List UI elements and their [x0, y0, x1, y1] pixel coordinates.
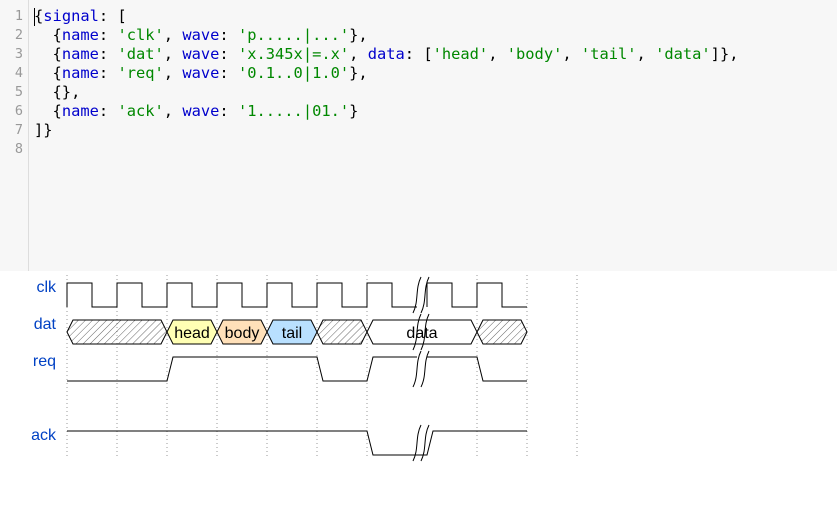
- signal-name-clk: clk: [36, 279, 56, 296]
- code-punctuation: {},: [34, 83, 81, 101]
- code-line: {name: 'req', wave: '0.1..0|1.0'},: [34, 64, 368, 83]
- gap-marker: [412, 424, 430, 462]
- code-punctuation: ,: [636, 45, 656, 63]
- text-cursor: [34, 8, 35, 26]
- waveform-viewer: head body tail data clk dat req ack: [0, 271, 837, 518]
- code-punctuation: },: [349, 26, 368, 44]
- code-punctuation: ]}: [34, 121, 53, 139]
- code-punctuation: :: [98, 64, 118, 82]
- bus-label: data: [406, 325, 437, 342]
- gap-curve: [412, 276, 422, 314]
- code-string: 'tail': [580, 45, 637, 63]
- code-punctuation: ,: [349, 45, 368, 63]
- code-punctuation: {: [34, 7, 44, 25]
- signal-name-req: req: [32, 353, 56, 370]
- undefined-bus-segment: [316, 319, 368, 345]
- code-line: {name: 'dat', wave: 'x.345x|=.x', data: …: [34, 45, 739, 64]
- code-punctuation: :: [219, 64, 238, 82]
- gap-marker: [412, 313, 430, 351]
- code-punctuation: : [: [98, 7, 127, 25]
- gap-curve: [412, 424, 422, 462]
- waveform-diagram: head body tail data: [66, 275, 578, 462]
- code-punctuation: :: [98, 26, 118, 44]
- line-number: 3: [14, 46, 23, 62]
- code-punctuation: {: [34, 45, 62, 63]
- code-punctuation: {: [34, 64, 62, 82]
- code-punctuation: }: [349, 102, 359, 120]
- code-punctuation: : [: [404, 45, 433, 63]
- code-keyword: name: [61, 64, 99, 82]
- code-string: 'ack': [117, 102, 164, 120]
- line-number: 4: [14, 65, 23, 81]
- undefined-bus-segment: [476, 319, 528, 345]
- code-line: {},: [34, 83, 81, 102]
- line-number: 6: [14, 103, 23, 119]
- code-line: ]}: [34, 121, 53, 140]
- code-punctuation: :: [219, 26, 238, 44]
- line-number: 1: [14, 8, 23, 24]
- code-punctuation: :: [98, 45, 118, 63]
- code-keyword: name: [61, 45, 99, 63]
- code-punctuation: {: [34, 102, 62, 120]
- bus-label: body: [225, 325, 260, 342]
- gap-marker: [412, 276, 430, 314]
- code-punctuation: :: [219, 102, 238, 120]
- code-keyword: signal: [43, 7, 99, 25]
- code-punctuation: ,: [163, 26, 183, 44]
- code-keyword: wave: [182, 64, 220, 82]
- code-punctuation: },: [349, 64, 368, 82]
- code-string: '1.....|01.': [237, 102, 350, 120]
- gap-curve: [420, 313, 430, 351]
- code-line: {signal: [: [34, 7, 127, 26]
- code-string: 'body': [506, 45, 563, 63]
- line-number: 8: [14, 141, 23, 157]
- gap-marker: [412, 350, 430, 388]
- wave-req: [67, 356, 527, 382]
- code-keyword: wave: [182, 26, 220, 44]
- code-line: {name: 'ack', wave: '1.....|01.'}: [34, 102, 359, 121]
- code-keyword: wave: [182, 45, 220, 63]
- line-number-gutter: 1 2 3 4 5 6 7 8: [0, 0, 29, 271]
- gap-curve: [420, 350, 430, 388]
- code-keyword: data: [367, 45, 405, 63]
- code-punctuation: ]},: [710, 45, 739, 63]
- code-punctuation: ,: [488, 45, 507, 63]
- code-punctuation: ,: [163, 64, 183, 82]
- code-string: 'req': [117, 64, 164, 82]
- gap-curve: [412, 350, 422, 388]
- code-punctuation: ,: [163, 102, 183, 120]
- code-string: 'head': [432, 45, 489, 63]
- gap-curve: [420, 276, 430, 314]
- signal-name-dat: dat: [33, 316, 56, 333]
- code-punctuation: :: [219, 45, 238, 63]
- code-string: '0.1..0|1.0': [237, 64, 350, 82]
- clock-wave-clk: [66, 282, 527, 308]
- code-keyword: wave: [182, 102, 220, 120]
- code-string: 'x.345x|=.x': [237, 45, 350, 63]
- code-line: {name: 'clk', wave: 'p.....|...'},: [34, 26, 368, 45]
- code-punctuation: :: [98, 102, 118, 120]
- line-number: 7: [14, 122, 23, 138]
- signal-name-ack: ack: [31, 427, 56, 444]
- code-string: 'p.....|...': [237, 26, 350, 44]
- undefined-bus-segment: [66, 319, 168, 345]
- line-number: 5: [14, 84, 23, 100]
- code-string: 'data': [655, 45, 711, 63]
- code-keyword: name: [61, 102, 99, 120]
- code-punctuation: {: [34, 26, 62, 44]
- code-keyword: name: [61, 26, 99, 44]
- code-punctuation: ,: [562, 45, 581, 63]
- bus-label: head: [174, 325, 210, 342]
- wave-ack: [67, 430, 527, 456]
- code-punctuation: ,: [163, 45, 183, 63]
- gap-curve: [420, 424, 430, 462]
- gap-curve: [412, 313, 422, 351]
- code-string: 'dat': [117, 45, 164, 63]
- bus-label: tail: [282, 325, 302, 342]
- code-string: 'clk': [117, 26, 164, 44]
- line-number: 2: [14, 27, 23, 43]
